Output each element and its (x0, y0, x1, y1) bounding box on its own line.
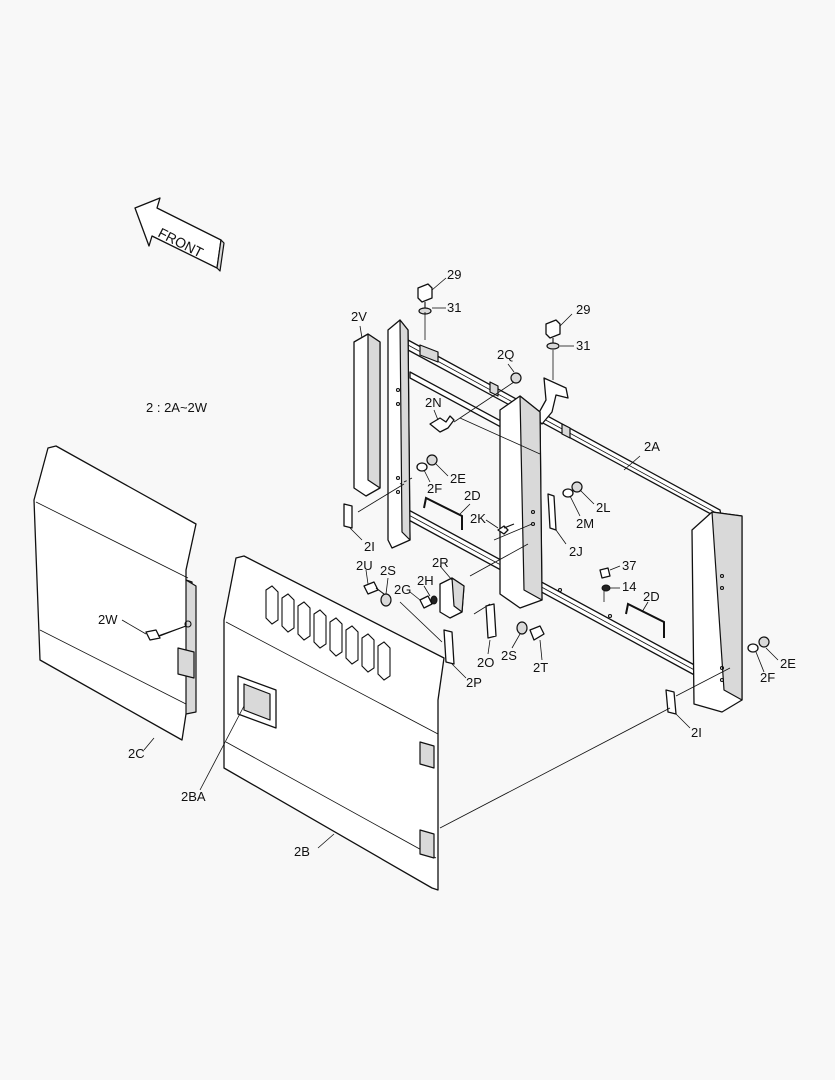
callout-labels: 29 31 29 31 2V 2Q 2N 2A 2E 2F 2D 2L 2M 2… (98, 267, 796, 859)
callout-2R: 2R (432, 555, 449, 570)
callout-2E-right: 2E (780, 656, 796, 671)
vent-louvers (265, 585, 391, 681)
part-2V-block (353, 333, 381, 497)
handle-2D-upper (423, 496, 463, 530)
reference-lines (159, 312, 731, 829)
panel-2C (33, 445, 197, 741)
latch-2BA (237, 675, 277, 729)
callout-2T: 2T (533, 660, 548, 675)
hinge-bracket-2R (439, 577, 465, 619)
callout-2Q: 2Q (497, 347, 514, 362)
callout-2O: 2O (477, 655, 494, 670)
callout-2E: 2E (450, 471, 466, 486)
fasteners (363, 283, 770, 653)
hinge-upper (419, 741, 435, 769)
middle-post (499, 395, 543, 609)
callout-37: 37 (622, 558, 636, 573)
callout-31-right: 31 (576, 338, 590, 353)
frame-2A (404, 339, 723, 679)
callout-2G: 2G (394, 582, 411, 597)
panel-2B (223, 555, 445, 891)
callout-2P: 2P (466, 675, 482, 690)
callout-2N: 2N (425, 395, 442, 410)
callout-2H: 2H (417, 573, 434, 588)
callout-2D-lower: 2D (643, 589, 660, 604)
bracket-2I-right (665, 689, 677, 715)
callout-2V: 2V (351, 309, 367, 324)
callout-2S-left: 2S (380, 563, 396, 578)
callout-2I-left: 2I (364, 539, 375, 554)
callout-2A: 2A (644, 439, 660, 454)
callout-2M: 2M (576, 516, 594, 531)
bracket-2O (485, 603, 497, 639)
callout-2D: 2D (464, 488, 481, 503)
callout-14: 14 (622, 579, 636, 594)
callout-2K: 2K (470, 511, 486, 526)
hinge-lower (419, 829, 435, 859)
callout-2B: 2B (294, 844, 310, 859)
range-note: 2 : 2A~2W (146, 400, 208, 415)
callout-2U: 2U (356, 558, 373, 573)
bracket-2I-left (343, 503, 353, 529)
right-post (691, 511, 743, 713)
handle-2D-lower (625, 602, 665, 638)
bracket-2J (547, 493, 557, 531)
callout-29-left: 29 (447, 267, 461, 282)
front-arrow: FRONT (134, 197, 225, 272)
left-post (387, 319, 411, 549)
callout-2J: 2J (569, 544, 583, 559)
leader-lines (121, 277, 779, 849)
callout-2F: 2F (427, 481, 442, 496)
callout-2BA: 2BA (181, 789, 206, 804)
callout-2W: 2W (98, 612, 118, 627)
callout-2L: 2L (596, 500, 610, 515)
callout-31-left: 31 (447, 300, 461, 315)
bracket-2P (443, 629, 455, 665)
callout-2C: 2C (128, 746, 145, 761)
callout-2S-right: 2S (501, 648, 517, 663)
callout-2F-right: 2F (760, 670, 775, 685)
callout-29-right: 29 (576, 302, 590, 317)
callout-2I-right: 2I (691, 725, 702, 740)
